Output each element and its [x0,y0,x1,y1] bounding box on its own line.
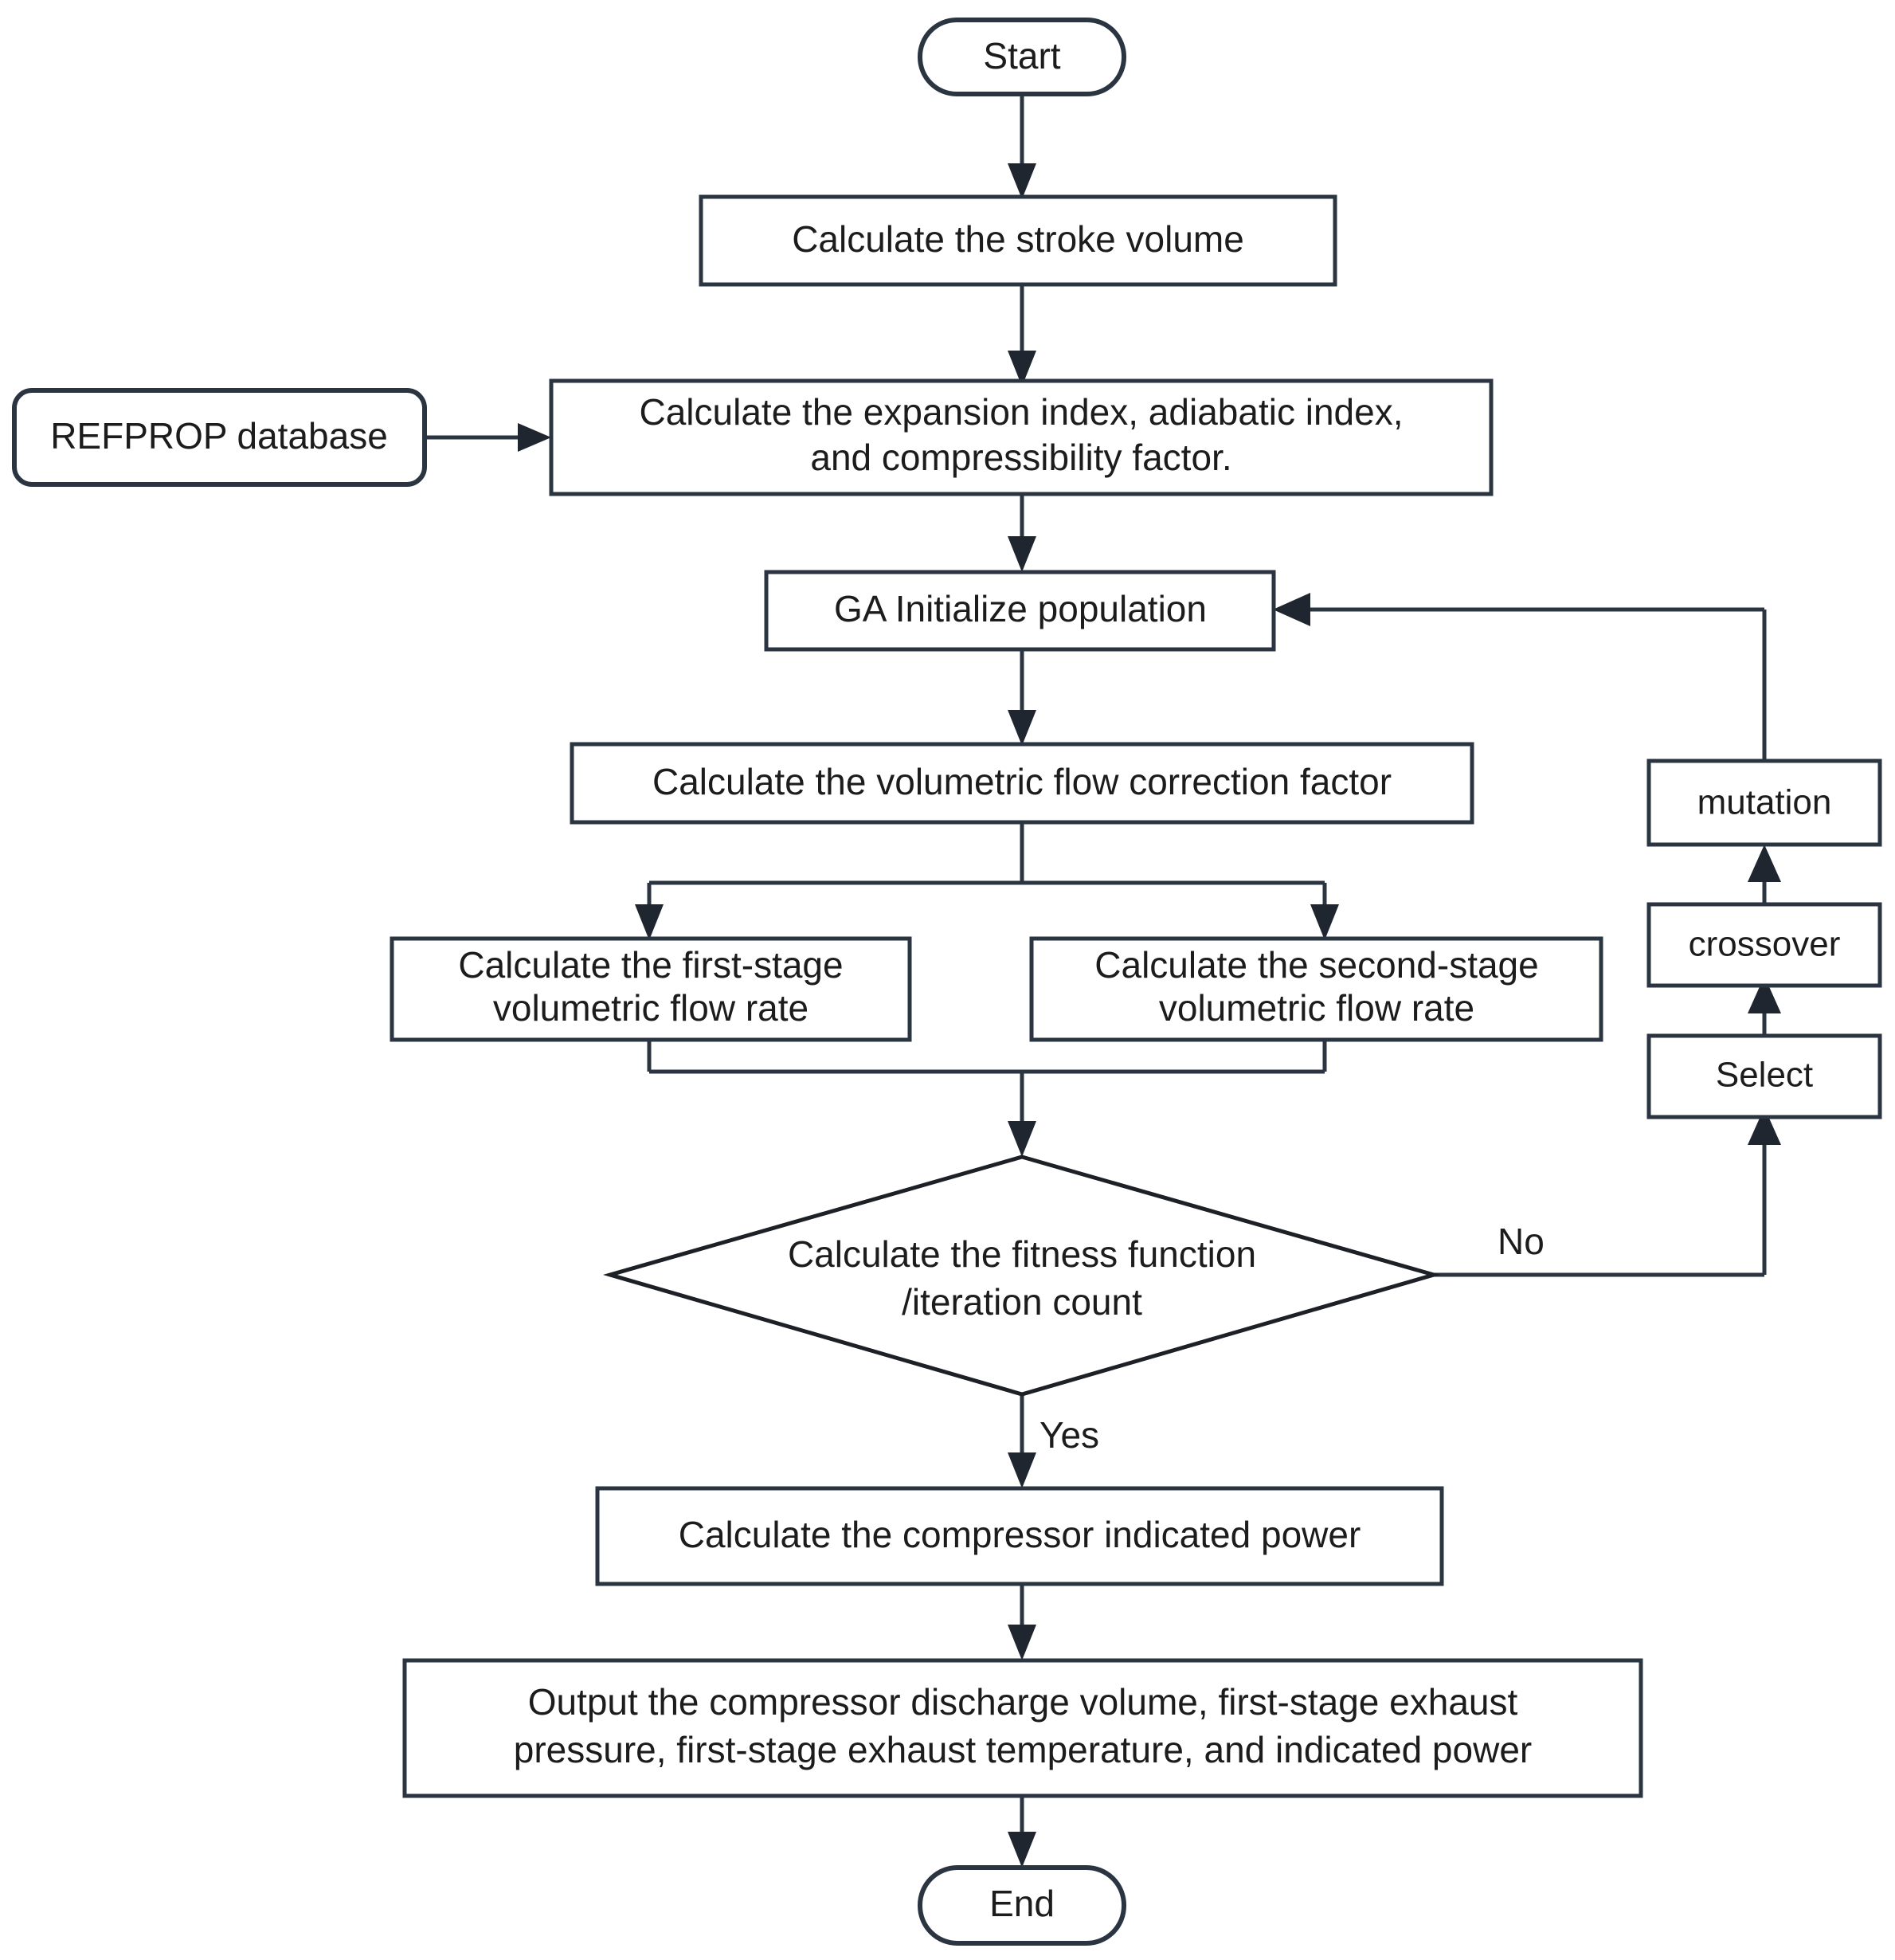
node-correction-factor[interactable]: Calculate the volumetric flow correction… [570,742,1474,825]
edge-decision-no-to-select [1434,1107,1781,1277]
node-end-label: End [989,1883,1055,1924]
node-ga-initialize-population[interactable]: GA Initialize population [764,570,1276,652]
edge-label-yes: Yes [1040,1414,1099,1456]
node-second-stage-flow-rate[interactable]: Calculate the second-stage volumetric fl… [1029,936,1603,1042]
edge-decision-yes-to-indicated-power [1008,1394,1036,1488]
node-decision-fitness[interactable]: Calculate the fitness function /iteratio… [602,1154,1442,1397]
node-mutation[interactable]: mutation [1646,759,1882,847]
edge-output-to-end [1008,1795,1036,1868]
edge-crossover-to-mutation [1748,845,1781,904]
node-refprop-database-label: REFPROP database [50,415,388,457]
edge-mutation-to-ga-init [1273,593,1767,761]
node-crossover[interactable]: crossover [1646,902,1882,988]
node-output-line2: pressure, first-stage exhaust temperatur… [514,1729,1532,1770]
node-select-label: Select [1716,1056,1813,1095]
node-stroke-volume-label: Calculate the stroke volume [792,218,1244,260]
node-output[interactable]: Output the compressor discharge volume, … [402,1658,1643,1798]
node-decision-fitness-line1: Calculate the fitness function [788,1233,1256,1275]
node-second-stage-flow-rate-line2: volumetric flow rate [1159,987,1474,1029]
edge-indicated-power-to-output [1008,1584,1036,1660]
node-mutation-label: mutation [1697,783,1832,822]
edge-indices-to-ga-init [1008,484,1036,572]
node-decision-fitness-line2: /iteration count [902,1281,1142,1323]
edge-select-to-crossover [1748,976,1781,1036]
edge-stroke-volume-to-indices [1008,284,1036,386]
node-start-label: Start [983,35,1060,76]
node-crossover-label: crossover [1689,925,1841,964]
node-refprop-database[interactable]: REFPROP database [12,388,427,487]
edge-refprop-to-indices [425,423,551,452]
node-correction-factor-label: Calculate the volumetric flow correction… [652,761,1392,802]
node-end[interactable]: End [918,1865,1126,1946]
node-first-stage-flow-rate[interactable]: Calculate the first-stage volumetric flo… [390,936,912,1042]
node-second-stage-flow-rate-line1: Calculate the second-stage [1094,944,1538,986]
node-select[interactable]: Select [1646,1033,1882,1119]
node-stroke-volume[interactable]: Calculate the stroke volume [699,194,1337,287]
edge-stages-merge-to-decision [647,1040,1327,1157]
edge-ga-init-to-correction-factor [1008,649,1036,746]
edge-label-no: No [1498,1221,1545,1262]
node-first-stage-flow-rate-line1: Calculate the first-stage [458,944,843,986]
node-indicated-power[interactable]: Calculate the compressor indicated power [595,1486,1444,1586]
node-ga-initialize-population-label: GA Initialize population [834,588,1207,629]
node-calculate-indices-line2: and compressibility factor. [810,437,1231,478]
edge-correction-factor-split [635,822,1339,940]
edge-start-to-stroke-volume [1008,94,1036,199]
node-calculate-indices-line1: Calculate the expansion index, adiabatic… [640,391,1404,433]
node-output-line1: Output the compressor discharge volume, … [528,1681,1518,1723]
node-indicated-power-label: Calculate the compressor indicated power [679,1514,1361,1555]
node-start[interactable]: Start [918,18,1126,96]
node-first-stage-flow-rate-line2: volumetric flow rate [493,987,809,1029]
node-calculate-indices[interactable]: Calculate the expansion index, adiabatic… [549,378,1494,496]
